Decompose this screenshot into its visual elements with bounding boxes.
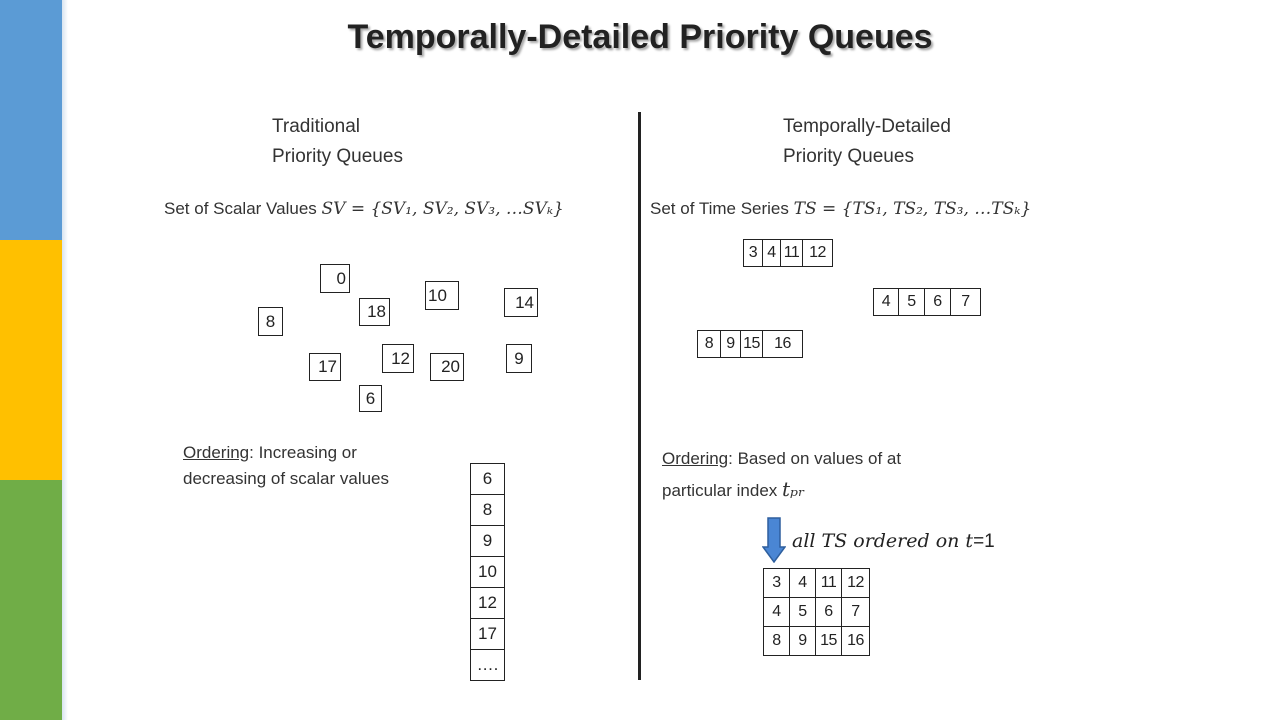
sorted-scalar-cell: 17: [470, 618, 505, 650]
ordered-series-cell: 3: [763, 568, 790, 598]
timeseries-ordering-line2: particular index: [662, 481, 783, 500]
down-arrow-icon: [762, 517, 786, 563]
ordered-time-series-table: 3 4 11 12 4 5 6 7 8 9 15 16: [763, 568, 870, 656]
right-heading: Temporally-Detailed Priority Queues: [783, 112, 951, 172]
timeseries-ordering-label: Ordering: [662, 449, 729, 468]
scalar-set-math: SV = {SV₁, SV₂, SV₃, …SVₖ}: [321, 199, 564, 219]
sorted-scalar-cell: 6: [470, 463, 505, 495]
timeseries-set-math: TS = {TS₁, TS₂, TS₃, …TSₖ}: [793, 199, 1032, 219]
timeseries-ordering-index-math: tₚᵣ: [782, 477, 805, 501]
scalar-set-definition: Set of Scalar Values SV = {SV₁, SV₂, SV₃…: [164, 199, 564, 219]
ordered-series-cell: 12: [841, 568, 870, 598]
scalar-box: 12: [382, 344, 414, 373]
scalar-box: 14: [504, 288, 538, 317]
ordering-caption-suffix: =1: [973, 531, 995, 552]
sorted-scalar-cell: 10: [470, 556, 505, 588]
time-series-cell: 11: [781, 239, 803, 267]
time-series-cell: 4: [873, 288, 899, 316]
ordered-series-cell: 4: [789, 568, 816, 598]
scalar-box: 9: [506, 344, 532, 373]
time-series-cell: 5: [899, 288, 925, 316]
ordered-series-cell: 6: [815, 597, 842, 627]
scalar-box: 20: [430, 353, 464, 381]
scalar-box: 6: [359, 385, 382, 412]
scalar-box: 18: [359, 298, 390, 326]
time-series-cell: 9: [721, 330, 741, 358]
scalar-box: 0: [320, 264, 350, 293]
scalar-ordering-label: Ordering: [183, 443, 250, 462]
right-heading-line2: Priority Queues: [783, 146, 914, 167]
ordered-series-cell: 11: [815, 568, 842, 598]
time-series-cell: 16: [763, 330, 803, 358]
ordered-series-cell: 8: [763, 626, 790, 656]
sorted-scalar-cell: 12: [470, 587, 505, 619]
sorted-scalar-cell: 8: [470, 494, 505, 526]
scalar-ordering-line1: : Increasing or: [249, 443, 357, 462]
left-heading-line1: Traditional: [272, 116, 361, 137]
time-series-cell: 4: [763, 239, 781, 267]
time-series-cell: 15: [741, 330, 763, 358]
sorted-scalar-list: 6 8 9 10 12 17 ….: [470, 463, 505, 681]
time-series-cell: 7: [951, 288, 981, 316]
left-heading-line2: Priority Queues: [272, 146, 403, 167]
timeseries-set-definition: Set of Time Series TS = {TS₁, TS₂, TS₃, …: [650, 199, 1031, 219]
vertical-divider: [638, 112, 641, 680]
ordered-series-cell: 4: [763, 597, 790, 627]
scalar-set-prefix: Set of Scalar Values: [164, 199, 322, 218]
left-heading: Traditional Priority Queues: [272, 112, 403, 172]
right-heading-line1: Temporally-Detailed: [783, 116, 951, 137]
ordered-series-row: 4 5 6 7: [763, 597, 870, 627]
ordered-series-row: 8 9 15 16: [763, 626, 870, 656]
ordered-series-cell: 7: [841, 597, 870, 627]
ordered-series-cell: 15: [815, 626, 842, 656]
ordered-series-cell: 9: [789, 626, 816, 656]
scalar-ordering-line2: decreasing of scalar values: [183, 469, 390, 488]
accent-bar-green: [0, 480, 62, 720]
ordered-series-cell: 5: [789, 597, 816, 627]
sorted-scalar-cell: 9: [470, 525, 505, 557]
accent-bar-yellow: [0, 240, 62, 480]
timeseries-ordering-line1: : Based on values of at: [728, 449, 902, 468]
time-series-row: 3 4 11 12: [743, 239, 833, 267]
time-series-cell: 6: [925, 288, 951, 316]
ordering-caption-math: all TS ordered on t: [792, 530, 974, 552]
accent-bar-edge: [62, 0, 68, 720]
ordered-series-row: 3 4 11 12: [763, 568, 870, 598]
time-series-cell: 8: [697, 330, 721, 358]
time-series-cell: 3: [743, 239, 763, 267]
time-series-cell: 12: [803, 239, 833, 267]
timeseries-set-prefix: Set of Time Series: [650, 199, 794, 218]
time-series-row: 8 9 15 16: [697, 330, 803, 358]
timeseries-ordering-description: Ordering: Based on values of at particul…: [662, 444, 901, 506]
ordered-series-cell: 16: [841, 626, 870, 656]
scalar-box: 8: [258, 307, 283, 336]
time-series-row: 4 5 6 7: [873, 288, 981, 316]
scalar-box: 10: [425, 281, 459, 310]
slide-title: Temporally-Detailed Priority Queues: [347, 18, 933, 56]
scalar-ordering-description: Ordering: Increasing or decreasing of sc…: [183, 440, 389, 492]
scalar-box: 17: [309, 353, 341, 381]
ordering-caption: all TS ordered on t=1: [792, 530, 995, 553]
accent-bar-blue: [0, 0, 62, 240]
sorted-scalar-cell: ….: [470, 649, 505, 681]
